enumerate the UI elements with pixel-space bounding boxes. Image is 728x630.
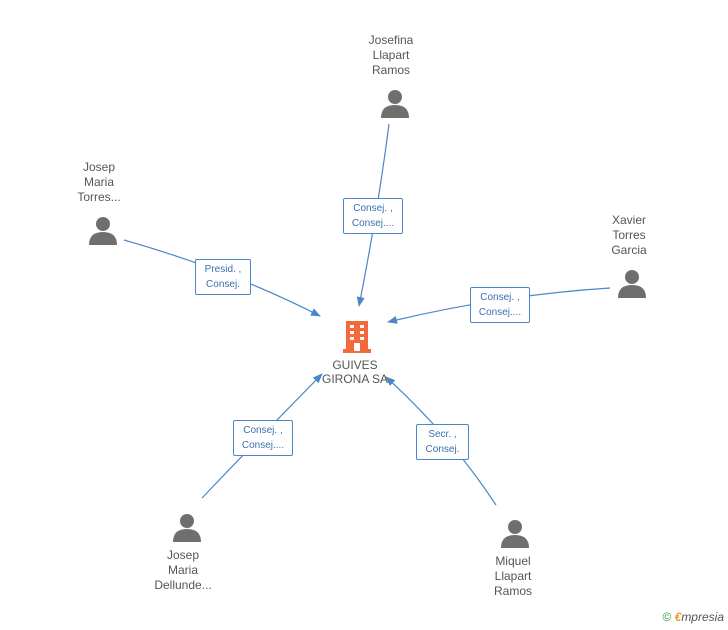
person-icon[interactable] (380, 88, 410, 118)
person-name-xavier[interactable]: Xavier Torres Garcia (611, 213, 647, 257)
brand-name: mpresia (681, 610, 724, 624)
role-box-josefina[interactable]: Consej. , Consej.... (343, 198, 403, 234)
person-name-josep-dellunde[interactable]: Josep Maria Dellunde... (154, 548, 212, 592)
role-box-xavier[interactable]: Consej. , Consej.... (470, 287, 530, 323)
company-name-line1: GUIVES (332, 358, 378, 372)
building-icon[interactable] (342, 320, 372, 359)
empresia-watermark[interactable]: © €mpresia (662, 610, 724, 624)
person-icon[interactable] (172, 512, 202, 542)
role-box-miquel[interactable]: Secr. , Consej. (416, 424, 469, 460)
person-icon[interactable] (617, 268, 647, 298)
person-name-josep-torres[interactable]: Josep Maria Torres... (77, 160, 121, 204)
person-icon[interactable] (500, 518, 530, 548)
copyright-icon: © (662, 610, 672, 624)
company-name[interactable]: GUIVES GIRONA SA (305, 358, 405, 386)
company-name-line2: GIRONA SA (321, 372, 389, 386)
person-name-miquel[interactable]: Miquel Llapart Ramos (493, 554, 532, 598)
person-name-josefina[interactable]: Josefina Llapart Ramos (368, 33, 414, 77)
person-icon[interactable] (88, 215, 118, 245)
role-box-josep-torres[interactable]: Presid. , Consej. (195, 259, 251, 295)
role-box-josep-dellunde[interactable]: Consej. , Consej.... (233, 420, 293, 456)
brand-first-letter: € (674, 610, 682, 624)
